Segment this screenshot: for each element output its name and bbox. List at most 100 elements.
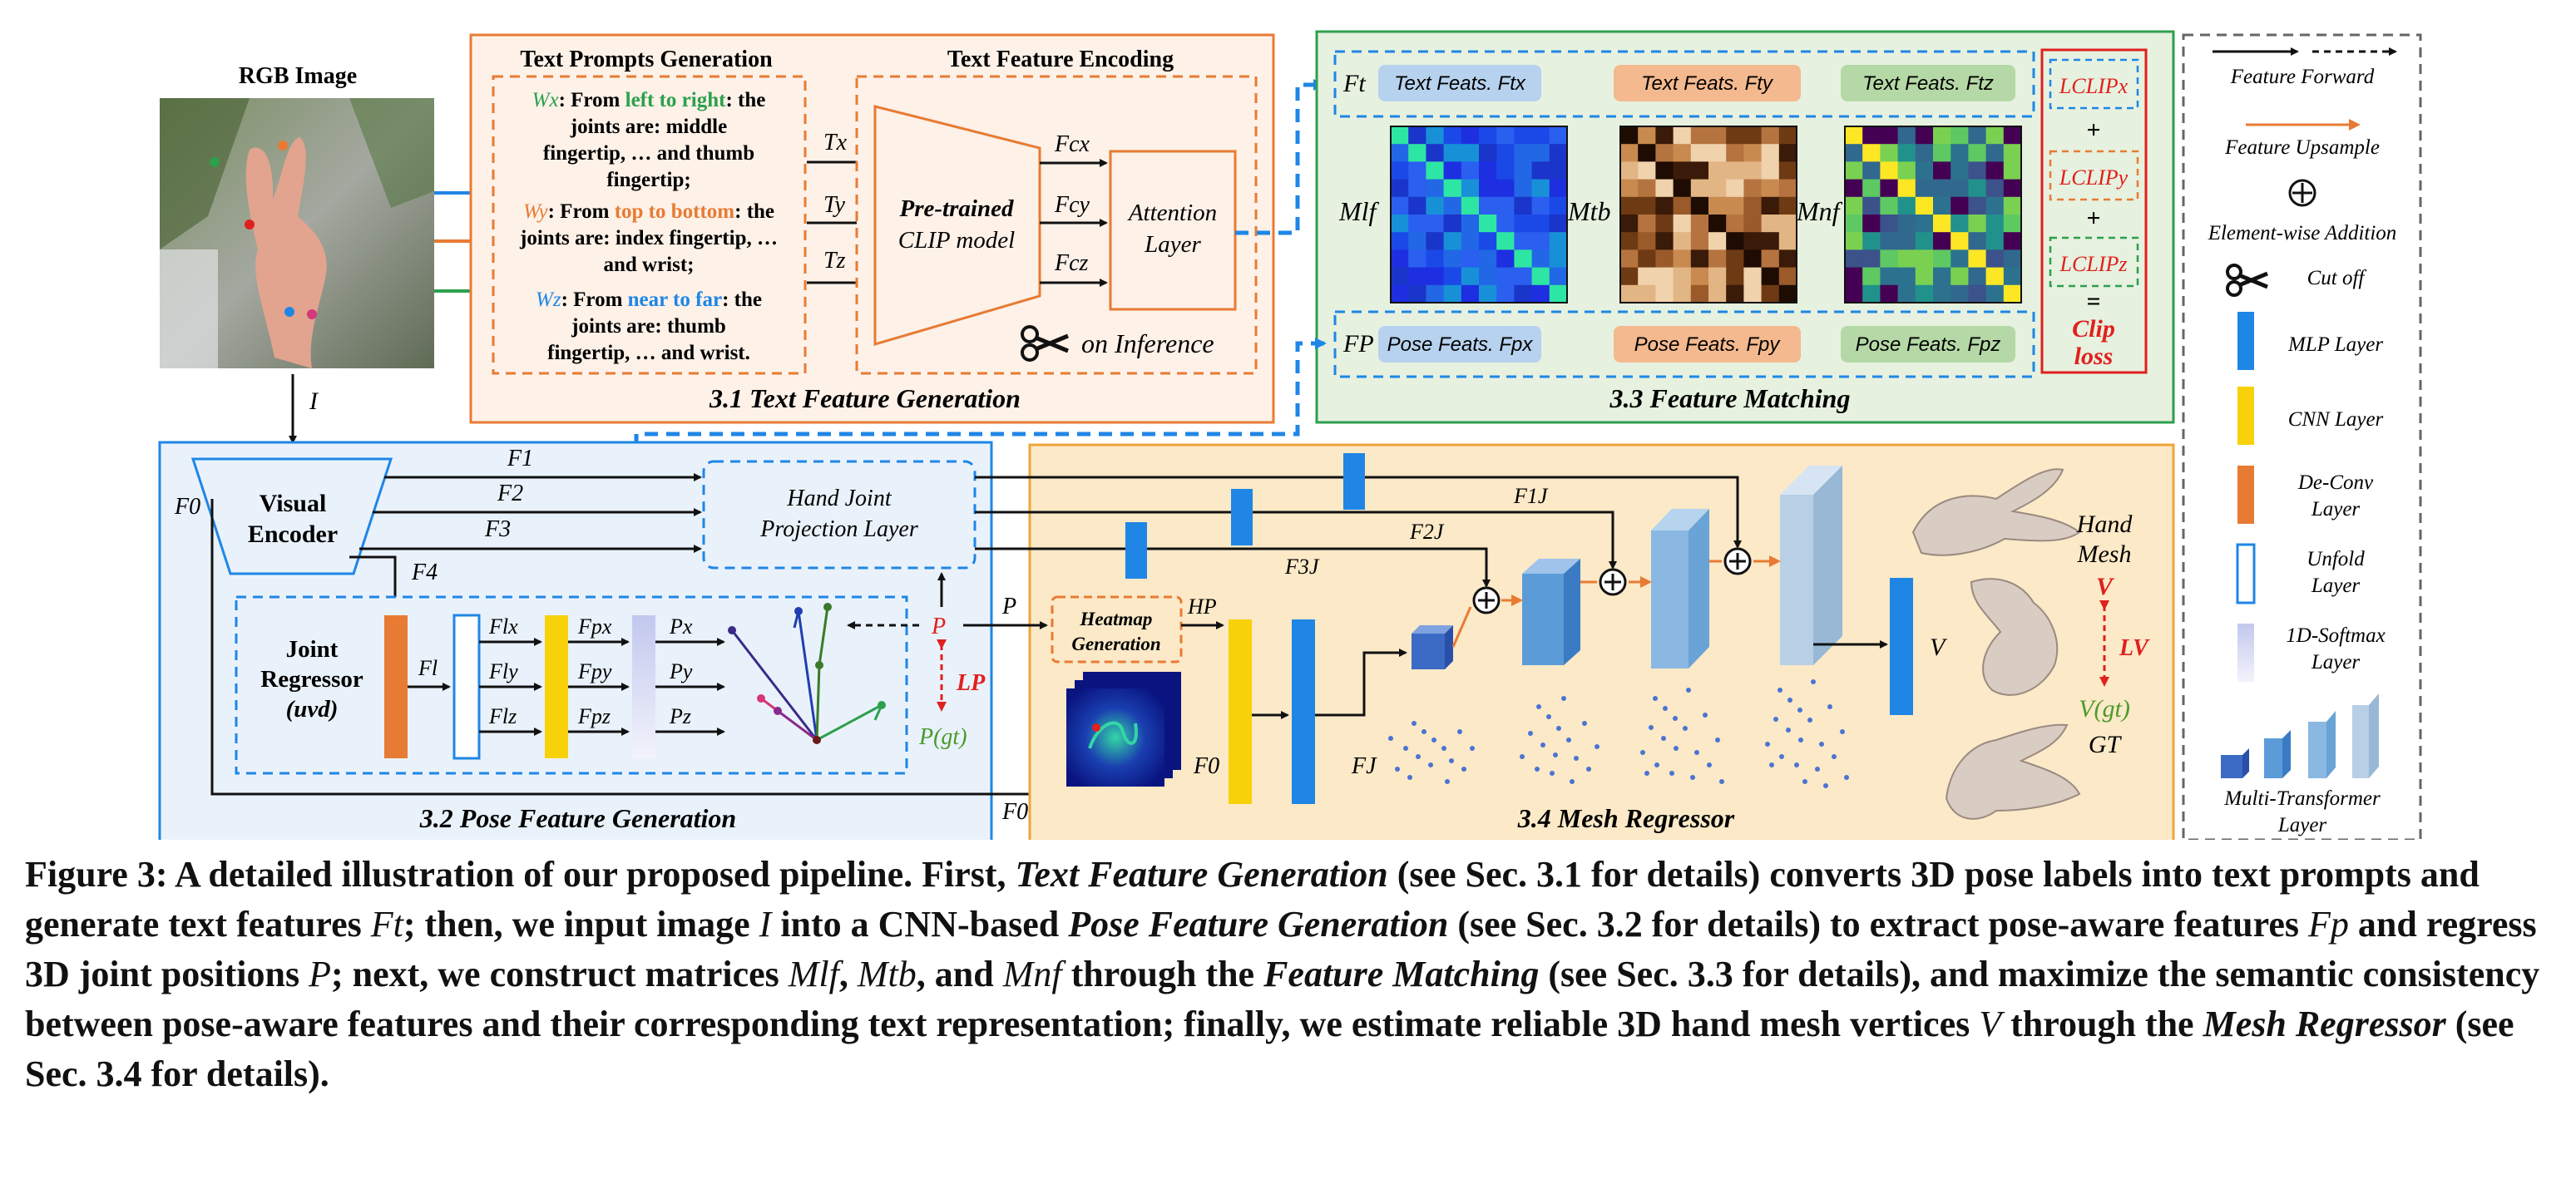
f3-label: F3 [484, 516, 511, 542]
legend-deconv-2: Layer [2311, 498, 2361, 520]
text-prompts-title: Text Prompts Generation [520, 47, 773, 72]
caption-part-5: (see Sec. 3.2 for details) to extract po… [1448, 904, 2309, 945]
text-feat-x-label: Text Feats. Ftx [1394, 72, 1526, 95]
matrix-cell [1531, 267, 1550, 286]
input-i-label: I [309, 387, 319, 415]
matrix-cell [2003, 161, 2022, 180]
matrix-cell [1880, 196, 1899, 215]
matrix-cell [1479, 196, 1497, 215]
rgb-image-title: RGB Image [239, 63, 357, 89]
mnf-label: Mnf [1796, 196, 1843, 226]
matrix-cell [1778, 267, 1797, 286]
matrix-cell [1862, 144, 1881, 162]
legend-cnn-swatch [2237, 387, 2254, 445]
matrix-cell [2003, 144, 2022, 162]
matrix-border [1390, 126, 1568, 303]
f2j-label: F2J [1409, 520, 1445, 544]
transformer-block-4 [1780, 466, 1842, 665]
caption-part-9: , and [916, 954, 1003, 994]
matrix-cell [1708, 126, 1727, 145]
fl-label: Fl [418, 656, 438, 680]
py-label: Py [669, 659, 693, 683]
matrix-cell [1690, 249, 1709, 269]
ft-label: Ft [1342, 70, 1366, 97]
matrix-cell [1443, 161, 1462, 180]
fly-label: Fly [488, 659, 518, 683]
matrix-cell [1479, 267, 1497, 286]
matrix-cell [1391, 196, 1409, 215]
f1-label: F1 [507, 446, 533, 471]
caption-part-3: ; then, we input image [403, 904, 759, 945]
matrix-cell [1968, 126, 1987, 145]
matrix-cell [1726, 196, 1744, 215]
matrix-cell [1761, 249, 1780, 269]
matrix-cell [1531, 232, 1550, 250]
fj-label: FJ [1351, 753, 1377, 779]
matrix-cell [1408, 267, 1426, 286]
matrix-cell [1761, 232, 1780, 250]
matrix-cell [1638, 161, 1656, 180]
matrix-cell [1880, 161, 1899, 180]
inference-label: on Inference [1081, 328, 1214, 358]
matrix-cell [1708, 196, 1727, 215]
matrix-cell [1761, 215, 1780, 233]
matrix-cell [1514, 196, 1533, 215]
prompt-wz-line-1: Wz: From near to far: the [536, 289, 762, 311]
matrix-cell [1915, 126, 1934, 145]
matrix-cell [1673, 144, 1692, 162]
matrix-cell [1461, 196, 1480, 215]
matrix-cell [1514, 126, 1533, 145]
matrix-cell [1897, 179, 1916, 198]
matrix-cell [1708, 249, 1727, 269]
loss-equals: = [2086, 288, 2100, 315]
matrix-cell [1915, 179, 1934, 198]
prompt-wx-line-2: joints are: middle [570, 116, 727, 138]
matrix-cell [1531, 284, 1550, 303]
matrix-cell [1496, 179, 1515, 198]
matrix-cell [1479, 144, 1497, 162]
hand-mesh-render-3 [1945, 723, 2081, 820]
clip-output-arrows: Fcx Fcy Fcz [1040, 131, 1108, 287]
loss-plus-2: + [2086, 205, 2100, 232]
v-gt-label: V(gt) [2079, 695, 2130, 723]
matrix-cell [1933, 126, 1951, 145]
matrix-cell [1638, 215, 1656, 233]
matrix-cell [1985, 144, 2005, 162]
p-label-red: P [931, 614, 946, 639]
joint-regressor-label-2: Regressor [260, 666, 363, 693]
matrix-cell [1778, 249, 1797, 269]
matrix-cell [1690, 126, 1709, 145]
mesh-f0-label: F0 [1193, 753, 1219, 779]
matrix-cell [1880, 144, 1899, 162]
section-33-title: 3.3 Feature Matching [1609, 383, 1851, 413]
text-feat-z-box [1841, 65, 2015, 101]
matrix-cell [1726, 284, 1744, 303]
unfold-output-arrows: Flx Fly Flz [479, 614, 542, 736]
matrix-cell [1933, 249, 1951, 269]
matrix-cell [1985, 267, 2005, 286]
text-feats-row [1333, 50, 2035, 118]
matrix-cell [1897, 161, 1916, 180]
legend-unfold-swatch [2236, 543, 2256, 604]
caption-math-fp: Fp [2308, 904, 2349, 945]
loss-plus-1: + [2086, 116, 2100, 144]
matrix-cell [1655, 267, 1674, 286]
matrix-cell [2003, 179, 2022, 198]
loss-clip-z: LCLIPz [2059, 252, 2128, 276]
matrix-cell [1743, 232, 1763, 250]
matrix-cell [1620, 126, 1639, 145]
matrix-cell [2003, 232, 2022, 250]
matrix-cell [1915, 232, 1934, 250]
transformer-block-1 [1412, 625, 1453, 669]
matrix-cell [1443, 196, 1462, 215]
matrix-cell [1845, 215, 1863, 233]
caption-math-mlf: Mlf [788, 954, 839, 994]
f3j-mlp-block [1125, 522, 1147, 579]
matrix-cell [1915, 284, 1934, 303]
matrix-cell [1461, 232, 1480, 250]
matrix-cell [1845, 249, 1863, 269]
f0-bypass-arrow [210, 499, 1229, 798]
f0-label-bottom: F0 [1001, 799, 1028, 825]
caption-part-10: through the [1061, 954, 1264, 994]
fcz-label: Fcz [1054, 250, 1089, 276]
